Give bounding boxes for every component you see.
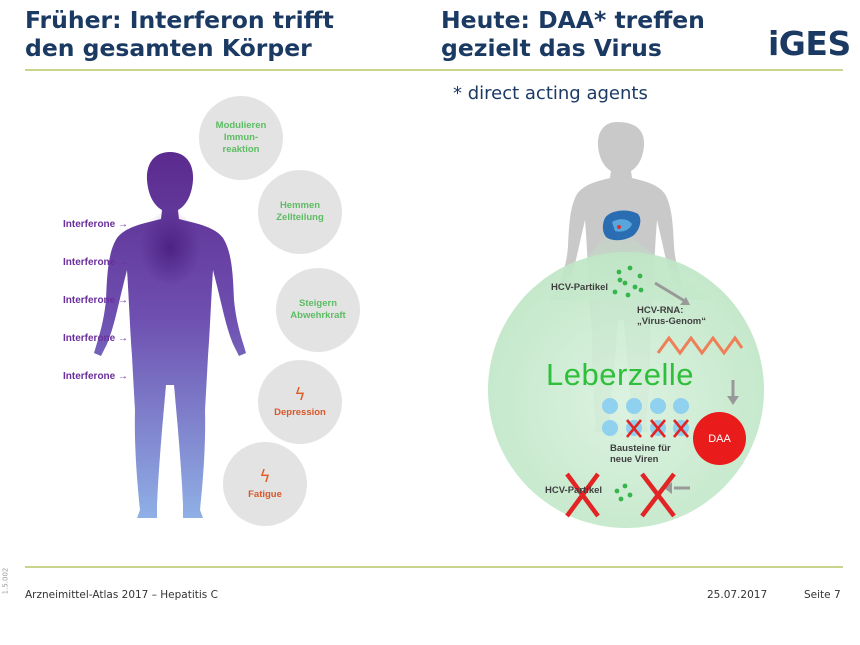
blocked-particle-label: HCV-Partikel — [545, 485, 603, 496]
effect-label: Hemmen Zellteilung — [276, 200, 324, 223]
liver-icon — [602, 210, 641, 241]
building-blocks-label: Bausteine für neue Viren — [610, 443, 671, 465]
footer-date: 25.07.2017 — [707, 589, 768, 601]
effect-label: Depression — [274, 406, 326, 418]
interferon-label: Interferone → — [63, 257, 129, 268]
effect-circle-cell-division: Hemmen Zellteilung — [258, 170, 342, 254]
side-code: 1.5.002 — [1, 567, 10, 595]
effect-label: Modulieren Immun- reaktion — [215, 120, 267, 155]
interferon-label: Interferone → — [63, 371, 129, 382]
interferon-label: Interferone → — [63, 219, 129, 230]
interferon-label: Interferone → — [63, 295, 129, 306]
lightning-icon: ϟ — [294, 384, 306, 405]
hcv-particle-dots — [612, 265, 644, 298]
liver-cell-label: Leberzelle — [546, 357, 695, 392]
human-body-purple — [94, 152, 246, 518]
iges-logo: iGES — [768, 24, 851, 63]
large-x-marks — [565, 472, 676, 518]
released-particle-dots — [614, 483, 633, 502]
process-arrows — [654, 281, 735, 490]
interferon-label: Interferone → — [63, 333, 129, 344]
left-title-line2: den gesamten Körper — [25, 34, 312, 62]
footer-page-number: Seite 7 — [804, 589, 841, 601]
header-divider — [25, 69, 843, 71]
arrow-heads — [664, 297, 739, 494]
left-title-line1: Früher: Interferon trifft — [25, 6, 334, 34]
daa-badge: DAA — [693, 412, 746, 465]
effect-circle-depression: ϟ Depression — [258, 360, 342, 444]
right-title-line2: gezielt das Virus — [441, 34, 662, 62]
left-title: Früher: Interferon trifft den gesamten K… — [25, 6, 334, 62]
effect-circle-fatigue: ϟ Fatigue — [223, 442, 307, 526]
effect-circle-defense: Steigern Abwehrkraft — [276, 268, 360, 352]
lightning-icon: ϟ — [259, 466, 271, 487]
hcv-rna-label: HCV-RNA: „Virus-Genom“ — [637, 305, 706, 327]
effect-circle-immune: Modulieren Immun- reaktion — [199, 96, 283, 180]
effect-label: Fatigue — [248, 488, 282, 500]
blocked-building-blocks — [625, 419, 690, 438]
hcv-particle-label: HCV-Partikel — [551, 282, 609, 293]
effect-label: Steigern Abwehrkraft — [290, 298, 346, 321]
footer-source: Arzneimittel-Atlas 2017 – Hepatitis C — [25, 589, 218, 601]
rna-zigzag — [656, 335, 744, 356]
right-title: Heute: DAA* treffen gezielt das Virus — [441, 6, 705, 62]
footer-divider — [25, 566, 843, 568]
right-title-line1: Heute: DAA* treffen — [441, 6, 705, 34]
footnote: * direct acting agents — [453, 83, 648, 104]
